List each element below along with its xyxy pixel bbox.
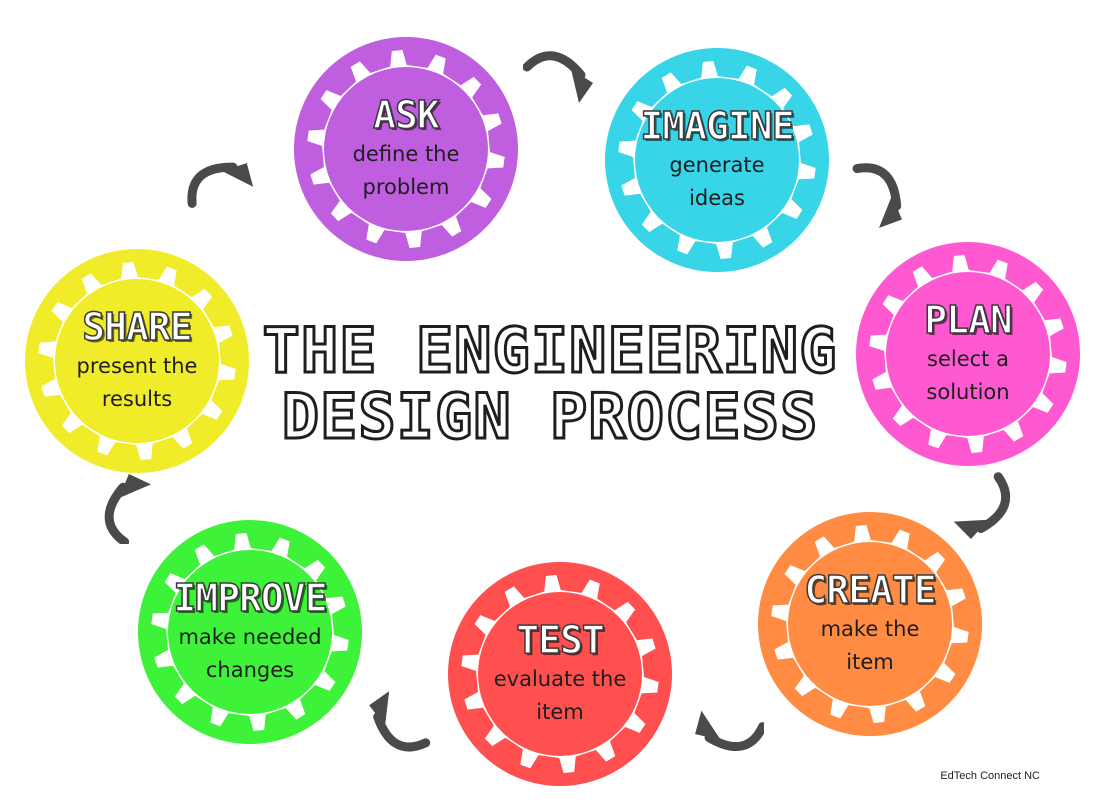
arrow-improve-to-share [104,474,152,544]
step-improve: IMPROVE make needed changes [137,519,363,745]
step-imagine-description: generate ideas [669,153,765,210]
arrow-plan-to-create [953,472,1011,539]
gear-icon [138,520,362,744]
step-imagine: IMAGINE generate ideas [604,47,830,273]
gear-icon [856,242,1080,466]
diagram-title: THE ENGINEERING DESIGN PROCESS [250,314,850,453]
step-imagine-heading: IMAGINE [640,104,796,148]
step-ask-heading: ASK [372,93,440,137]
arrow-ask-to-imagine [523,51,593,103]
gear-icon [25,249,249,473]
step-create: CREATE make the item [757,511,983,737]
step-share-description: present the results [76,354,198,411]
step-plan: PLAN select a solution [855,241,1081,467]
arrow-test-to-improve [369,691,431,752]
step-share-heading: SHARE [82,305,194,349]
step-plan-heading: PLAN [923,298,1013,342]
gear-icon [758,512,982,736]
arrow-share-to-ask [187,162,254,208]
step-plan-description: select a solution [926,347,1010,404]
gear-icon [605,48,829,272]
gear-icon [294,37,518,261]
step-improve-description: make needed changes [178,625,322,682]
arrow-create-to-test [695,710,764,751]
step-test-heading: TEST [515,618,605,662]
step-test: TEST evaluate the item [447,561,673,787]
gear-icon [448,562,672,786]
title-line-1: THE ENGINEERING [261,314,838,387]
step-create-description: make the item [820,617,920,674]
step-create-heading: CREATE [804,568,938,612]
arrow-imagine-to-plan [852,163,902,228]
step-share: SHARE present the results [24,248,250,474]
step-ask-description: define the problem [352,142,460,199]
title-line-2: DESIGN PROCESS [280,380,819,453]
step-improve-heading: IMPROVE [173,576,329,620]
credit-text: EdTech Connect NC [940,770,1040,782]
step-ask: ASK define the problem [293,36,519,262]
step-test-description: evaluate the item [493,667,627,724]
